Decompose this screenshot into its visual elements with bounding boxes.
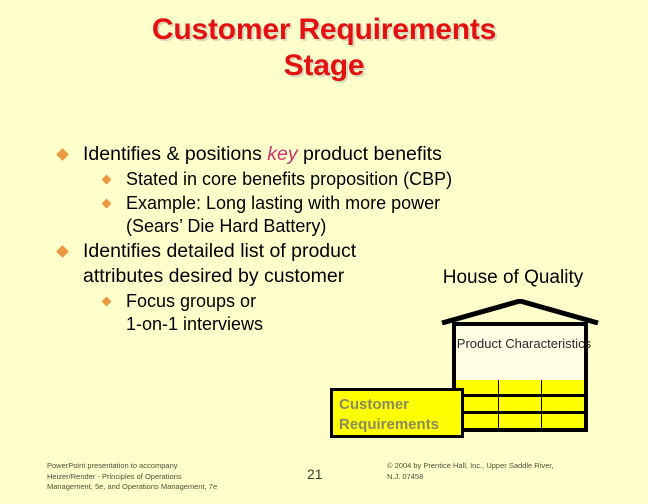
- matrix-cell: [542, 397, 584, 411]
- footer-attribution: PowerPoint presentation to accompany Hei…: [47, 461, 217, 493]
- matrix-cell: [456, 414, 498, 428]
- bullet-item-focus-groups: Focus groups or 1-on-1 interviews: [99, 290, 526, 337]
- footer-copyright: © 2004 by Prentice Hall, Inc., Upper Sad…: [387, 461, 553, 482]
- bullet-text: Identifies detailed list of product attr…: [83, 239, 357, 287]
- diamond-bullet-icon: [101, 174, 112, 185]
- footer-attribution-line-2: Heizer/Render - Principles of Operations: [47, 471, 182, 481]
- bullet-text-line-2: 1-on-1 interviews: [126, 314, 264, 334]
- matrix-cell: [456, 397, 498, 411]
- bullet-item-cbp: Stated in core benefits proposition (CBP…: [99, 168, 526, 192]
- footer-copyright-line-2: N.J. 07458: [387, 471, 424, 481]
- product-characteristics-label: Product Characteristics: [456, 336, 592, 351]
- bullet-item-identifies-positions: Identifies & positions key product benef…: [56, 142, 526, 167]
- diamond-bullet-icon: [101, 296, 112, 306]
- page-title: Customer Requirements Stage: [0, 12, 648, 84]
- bullet-keyword-key: key: [267, 143, 298, 165]
- bullet-item-detailed-attributes: Identifies detailed list of product attr…: [56, 239, 373, 289]
- bullet-item-example-battery: Example: Long lasting with more power (S…: [99, 192, 526, 239]
- bullet-text-line-2: (Sears’ Die Hard Battery): [126, 216, 327, 236]
- matrix-cell: [499, 397, 541, 411]
- diamond-bullet-icon: [101, 198, 112, 208]
- matrix-cell: [542, 380, 584, 394]
- customer-requirements-label: Customer Requirements: [333, 395, 467, 435]
- bullet-text-line-1: Example: Long lasting with more power: [126, 192, 441, 213]
- customer-requirements-box: Customer Requirements: [330, 388, 464, 438]
- house-roof-icon: [441, 299, 599, 325]
- diagram-title: House of Quality: [442, 267, 584, 288]
- matrix-cell: [499, 380, 541, 394]
- bullet-text-pre: Identifies & positions: [83, 143, 268, 165]
- slide-page-number: 21: [307, 466, 323, 482]
- bullet-list: Identifies & positions key product benef…: [56, 142, 526, 337]
- matrix-cell: [542, 414, 584, 428]
- page-title-line-1: Customer Requirements: [151, 13, 497, 46]
- house-of-quality-diagram: House of Quality Product Characteristics…: [330, 266, 630, 446]
- page-title-line-2: Stage: [283, 49, 365, 82]
- bullet-text-post: product benefits: [297, 143, 442, 165]
- bullet-text: Stated in core benefits proposition (CBP…: [126, 169, 453, 189]
- diamond-bullet-icon: [56, 244, 69, 258]
- footer-copyright-line-1: © 2004 by Prentice Hall, Inc., Upper Sad…: [387, 461, 554, 470]
- matrix-cell: [456, 380, 498, 394]
- bullet-text-line-1: Focus groups or: [126, 290, 257, 311]
- customer-requirements-line-2: Requirements: [339, 416, 440, 433]
- footer-attribution-line-3: Management, 5e, and Operations Managemen…: [47, 482, 218, 491]
- relationship-matrix-grid: [456, 380, 584, 428]
- customer-requirements-line-1: Customer: [339, 396, 410, 413]
- footer-attribution-line-1: PowerPoint presentation to accompany: [47, 461, 178, 470]
- diamond-bullet-icon: [56, 148, 69, 161]
- matrix-cell: [499, 414, 541, 428]
